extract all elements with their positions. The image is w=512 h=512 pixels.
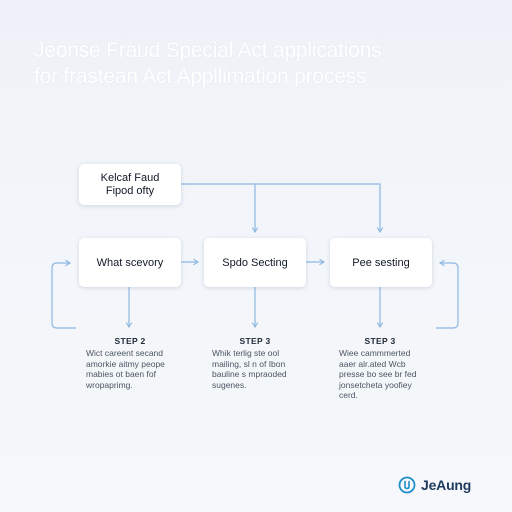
step-1-description: Wict careent secand amorkie aitmy peope … [86, 348, 186, 390]
process-node-1-label: What scevory [96, 256, 164, 269]
top-node-line-2: Fipod ofty [105, 184, 155, 197]
top-node: Kelcaf Faud Fipod ofty [79, 164, 181, 205]
step-3-desc-line: jonsetcheta yoofiey [339, 379, 412, 390]
step-1-desc-line: amorkie aitmy peope [86, 358, 165, 369]
step-2-desc-line: mailing, sl n of Ibon [212, 358, 286, 369]
step-2-label: STEP 3 [239, 336, 271, 346]
diagram-title: Jeonse Fraud Special Act applications fo… [34, 38, 494, 90]
process-node-2: Spdo Secting [204, 238, 306, 287]
step-3-desc-line: presse bo see br fed [339, 369, 417, 379]
process-node-1: What scevory [79, 238, 181, 287]
connector-left-loop [51, 259, 76, 329]
step-1-desc-line: Wict careent secand [86, 348, 164, 358]
connector-right-loop [436, 259, 459, 329]
brand-logo-icon [398, 476, 416, 494]
process-node-2-label: Spdo Secting [222, 256, 288, 269]
step-1-desc-line: mabies ot baen fof [86, 369, 156, 379]
connector-top-to-box-3 [255, 183, 384, 234]
step-3-label: STEP 3 [364, 336, 396, 346]
top-node-line-1: Kelcaf Faud [100, 171, 160, 184]
step-3-description: Wiee cammmerted aaer alr.ated Wcb presse… [339, 348, 439, 401]
step-3-desc-line: cerd. [339, 390, 358, 400]
title-line-2: for frastean Act Appllimation process [34, 65, 367, 88]
step-2-desc-line: sugenes. [212, 379, 247, 390]
step-2-desc-line: bauline s mpraoded [212, 369, 287, 379]
step-1-desc-line: wropaprimg. [86, 379, 133, 390]
title-line-1: Jeonse Fraud Special Act applications [34, 39, 382, 62]
process-node-3: Pee sesting [330, 238, 432, 287]
step-2-desc-line: Whik terlig ste ool [212, 348, 280, 358]
brand-logo: JeAung [398, 476, 471, 494]
step-1-label: STEP 2 [114, 336, 146, 346]
connector-top-to-box-2 [181, 183, 259, 234]
process-node-3-label: Pee sesting [352, 256, 410, 269]
brand-name: JeAung [421, 477, 472, 493]
step-3-desc-line: Wiee cammmerted [339, 348, 411, 358]
step-2-description: Whik terlig ste ool mailing, sl n of Ibo… [212, 348, 312, 390]
step-3-desc-line: aaer alr.ated Wcb [339, 358, 406, 369]
